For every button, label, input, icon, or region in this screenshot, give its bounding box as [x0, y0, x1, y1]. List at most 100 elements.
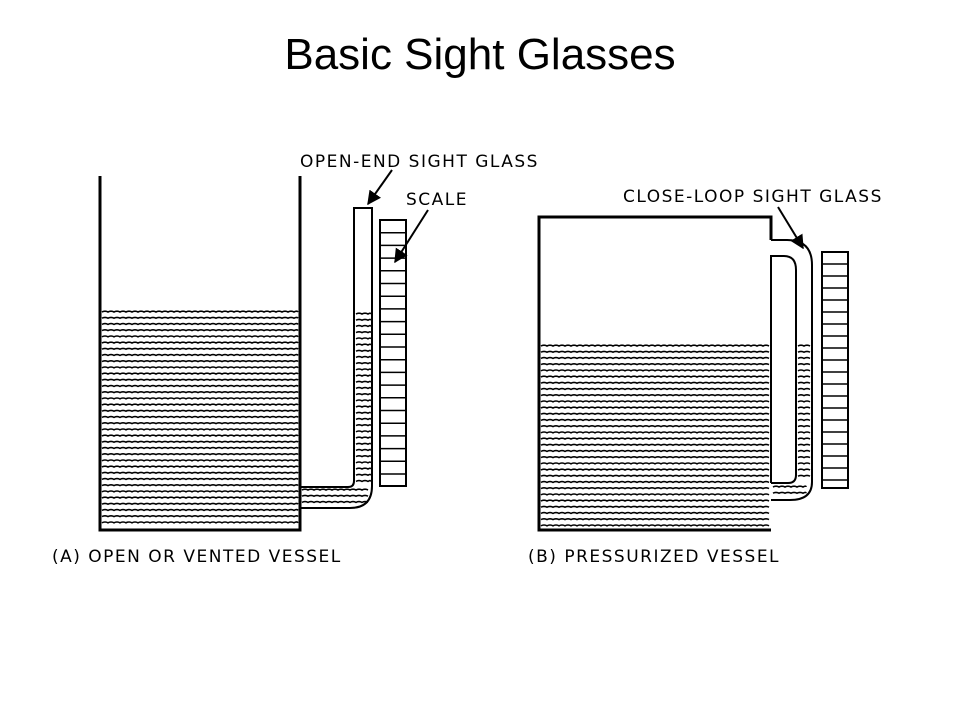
liquid-wave-line — [355, 399, 372, 402]
liquid-wave-line — [540, 468, 770, 471]
liquid-wave-line — [101, 372, 299, 375]
liquid-wave-line — [797, 356, 811, 360]
liquid-wave-line — [540, 431, 770, 434]
liquid-wave-line — [101, 403, 299, 406]
liquid-wave-line — [355, 467, 372, 470]
liquid-wave-line — [101, 471, 299, 475]
closed-glass-arrow — [777, 206, 804, 250]
liquid-wave-line — [797, 431, 811, 434]
liquid-wave-line — [540, 412, 770, 416]
open-glass-arrow — [367, 169, 393, 206]
liquid-wave-line — [540, 511, 770, 515]
open-glass-label: OPEN-END SIGHT GLASS — [300, 152, 539, 172]
liquid-wave-line — [540, 480, 770, 484]
open-vessel-liquid — [101, 310, 299, 524]
closed-sight-glass-inner — [770, 255, 797, 484]
open-sight-glass-liquid — [301, 312, 372, 504]
liquid-wave-line — [540, 462, 770, 465]
liquid-wave-line — [540, 456, 770, 459]
liquid-wave-line — [101, 329, 299, 332]
liquid-wave-line — [101, 515, 299, 518]
liquid-wave-line — [355, 448, 372, 452]
liquid-wave-line — [101, 366, 299, 369]
liquid-wave-line — [540, 375, 770, 378]
open-sight-glass-tube — [300, 207, 373, 509]
liquid-wave-line — [797, 369, 811, 372]
liquid-wave-line — [101, 440, 299, 444]
liquid-wave-line — [540, 487, 770, 490]
liquid-wave-line — [797, 474, 811, 478]
liquid-wave-line — [301, 500, 369, 504]
slide-title: Basic Sight Glasses — [284, 30, 676, 79]
liquid-wave-line — [540, 499, 770, 502]
liquid-wave-line — [797, 443, 811, 447]
liquid-wave-line — [540, 418, 770, 422]
liquid-wave-line — [540, 406, 770, 409]
liquid-wave-line — [101, 477, 299, 481]
liquid-wave-line — [797, 363, 811, 366]
liquid-wave-line — [540, 493, 770, 496]
liquid-wave-line — [540, 474, 770, 478]
liquid-wave-line — [797, 418, 811, 422]
open-scale — [379, 219, 407, 487]
liquid-wave-line — [540, 369, 770, 372]
liquid-wave-line — [355, 442, 372, 446]
liquid-wave-line — [797, 406, 811, 409]
scale-arrow — [394, 209, 429, 264]
liquid-wave-line — [797, 437, 811, 440]
liquid-wave-line — [797, 344, 811, 347]
liquid-wave-line — [540, 449, 770, 453]
liquid-wave-line — [301, 494, 369, 498]
liquid-wave-line — [355, 417, 372, 421]
liquid-wave-line — [355, 368, 372, 371]
liquid-wave-line — [797, 425, 811, 428]
liquid-wave-line — [797, 468, 811, 471]
scale-label: SCALE — [406, 190, 468, 210]
liquid-wave-line — [540, 350, 770, 354]
liquid-wave-line — [355, 393, 372, 396]
liquid-wave-line — [101, 496, 299, 499]
closed-sight-glass-liquid — [772, 344, 811, 495]
liquid-wave-line — [797, 387, 811, 391]
liquid-wave-line — [797, 456, 811, 459]
liquid-wave-line — [355, 349, 372, 353]
liquid-wave-line — [355, 343, 372, 346]
pressurized-vessel-diagram: CLOSE-LOOP SIGHT GLASS (B) PRESSURIZED V… — [528, 187, 881, 567]
liquid-wave-line — [101, 409, 299, 413]
liquid-wave-line — [355, 318, 372, 322]
liquid-wave-line — [355, 331, 372, 334]
liquid-wave-line — [355, 430, 372, 433]
liquid-wave-line — [101, 316, 299, 320]
liquid-wave-line — [101, 341, 299, 344]
liquid-wave-line — [355, 312, 372, 315]
liquid-wave-line — [540, 437, 770, 440]
liquid-wave-line — [101, 378, 299, 382]
liquid-wave-line — [101, 335, 299, 338]
liquid-wave-line — [355, 380, 372, 384]
liquid-wave-line — [540, 524, 770, 527]
liquid-wave-line — [772, 485, 807, 488]
liquid-wave-line — [355, 337, 372, 340]
liquid-wave-line — [772, 491, 807, 495]
liquid-wave-line — [101, 453, 299, 456]
liquid-wave-line — [797, 412, 811, 416]
liquid-wave-line — [355, 461, 372, 464]
liquid-wave-line — [797, 462, 811, 465]
liquid-wave-line — [797, 375, 811, 378]
liquid-wave-line — [101, 360, 299, 363]
liquid-wave-line — [101, 391, 299, 394]
liquid-wave-line — [101, 490, 299, 493]
liquid-wave-line — [355, 455, 372, 458]
liquid-wave-line — [540, 381, 770, 385]
liquid-wave-line — [540, 425, 770, 428]
liquid-wave-line — [355, 386, 372, 390]
liquid-wave-line — [101, 459, 299, 462]
liquid-wave-line — [355, 405, 372, 408]
liquid-wave-line — [101, 353, 299, 357]
liquid-wave-line — [101, 521, 299, 524]
liquid-wave-line — [355, 411, 372, 415]
liquid-wave-line — [355, 479, 372, 483]
liquid-wave-line — [101, 508, 299, 512]
liquid-wave-line — [355, 374, 372, 377]
